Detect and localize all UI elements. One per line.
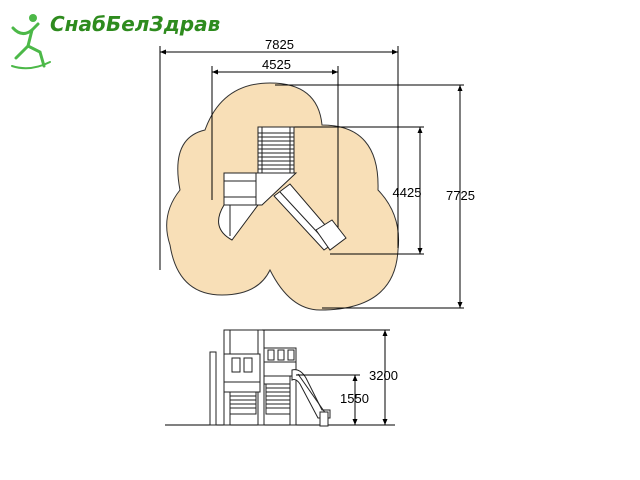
dim-total-height: 3200 <box>369 368 398 383</box>
stair-block <box>257 126 295 174</box>
tower-box <box>223 172 257 206</box>
playset-elevation-structure <box>209 329 331 427</box>
dim-inner-width: 4525 <box>262 57 291 72</box>
dim-overall-width: 7825 <box>265 37 294 52</box>
elevation-view: 3200 1550 <box>165 329 398 427</box>
plan-dimension-lines <box>159 46 464 309</box>
dim-platform-height: 1550 <box>340 391 369 406</box>
dim-overall-height: 7725 <box>446 188 475 203</box>
running-figure-icon <box>11 14 51 70</box>
brand-logo: СнабБелЗдрав <box>11 12 220 70</box>
playset-plan-structure <box>218 126 347 251</box>
dim-inner-height: 4425 <box>393 185 422 200</box>
tube-panel <box>218 204 259 241</box>
plan-arrowheads <box>160 49 463 308</box>
brand-name: СнабБелЗдрав <box>50 12 220 36</box>
elevation-dimension-lines <box>262 329 390 425</box>
plan-view: 7825 4525 4425 7725 <box>159 37 475 311</box>
slide-profile <box>291 369 331 419</box>
elevation-arrowheads <box>352 330 388 425</box>
